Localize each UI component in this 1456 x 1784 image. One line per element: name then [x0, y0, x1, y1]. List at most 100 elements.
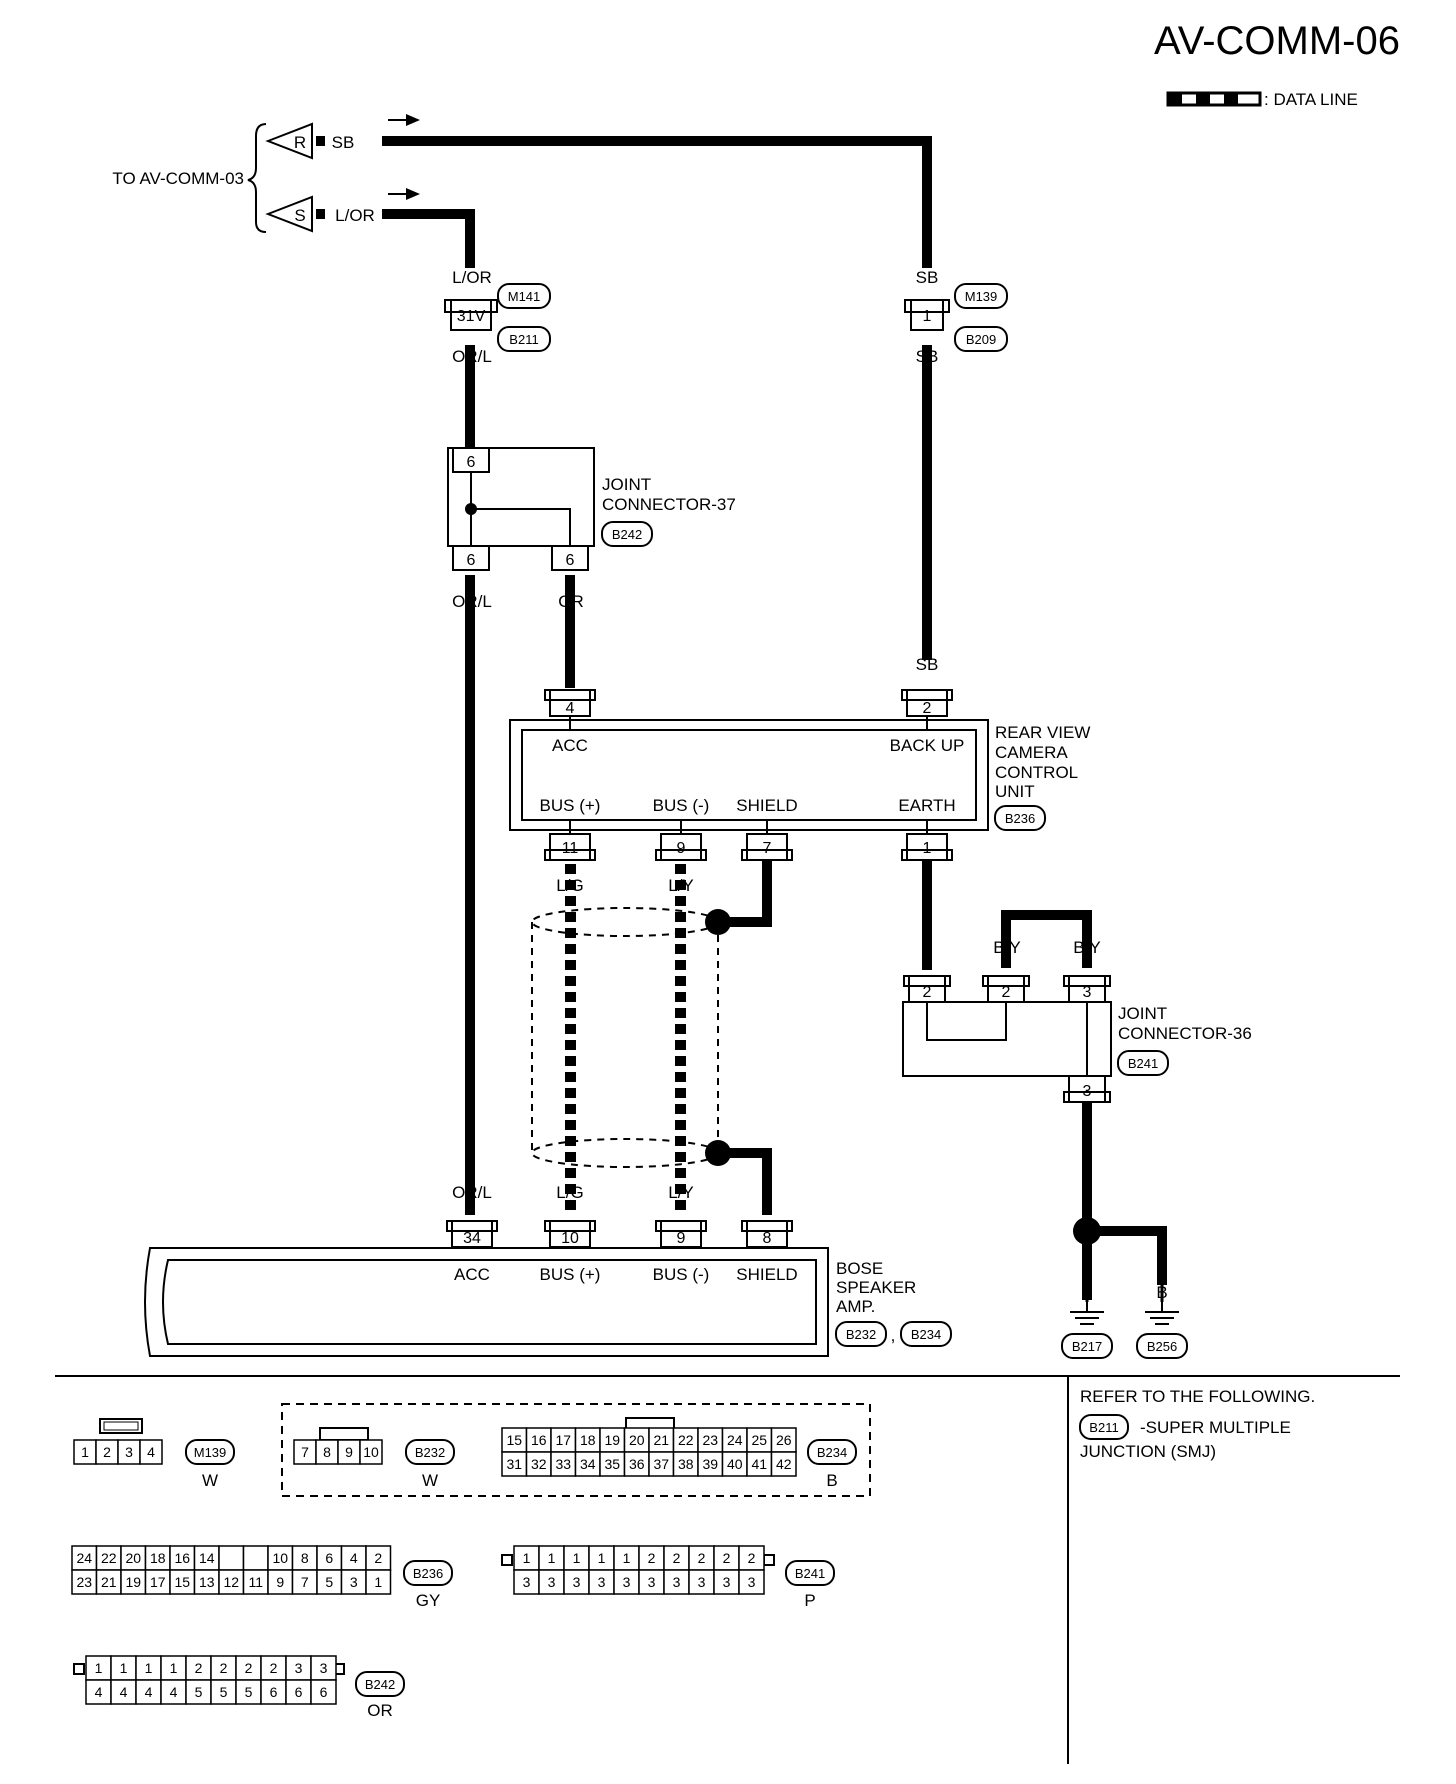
connector-code: B242	[612, 527, 642, 542]
pin-cell-number: 4	[350, 1550, 358, 1566]
pin-cell-number: 4	[120, 1684, 128, 1700]
data-line-legend-label: : DATA LINE	[1264, 90, 1358, 109]
component-name: SPEAKER	[836, 1278, 916, 1297]
pin-cell	[260, 1655, 287, 1681]
pin-cell	[218, 1545, 245, 1571]
pin-label: BUS (+)	[540, 796, 601, 815]
pin-cell-number: 14	[199, 1550, 215, 1566]
connector-code: B234	[911, 1327, 941, 1342]
pin-label: ACC	[454, 1265, 490, 1284]
pin-cell	[525, 1427, 552, 1453]
direction-arrow-icon	[388, 114, 420, 200]
pin-cell	[169, 1545, 196, 1571]
joint-connector-37: 6 6 6 JOINT CONNECTOR-37 B242 OR/L OR	[447, 447, 736, 611]
connector-code: B241	[795, 1566, 825, 1581]
pin-cell	[746, 1427, 773, 1453]
pin-cell	[139, 1439, 163, 1465]
pin-cell	[588, 1545, 615, 1571]
pin-cell-number: 24	[727, 1432, 743, 1448]
wire-label: B	[921, 876, 932, 895]
pin-label: EARTH	[898, 796, 955, 815]
pin-number: 34	[463, 1230, 481, 1247]
pin-cell-number: 7	[301, 1444, 309, 1460]
brace	[247, 123, 267, 233]
pin-cell	[144, 1569, 171, 1595]
pin-cell-number: 2	[270, 1660, 278, 1676]
component-name: BOSE	[836, 1259, 883, 1278]
pin-cell-number: 7	[301, 1574, 309, 1590]
connector-color: W	[202, 1471, 218, 1490]
pin-number: 9	[677, 840, 686, 857]
pin-cell-number: 4	[95, 1684, 103, 1700]
pin-cell-number: 38	[678, 1456, 694, 1472]
wire-label: L/G	[556, 876, 583, 895]
pin-cell-number: 1	[95, 1660, 103, 1676]
pin-cell-number: 17	[555, 1432, 571, 1448]
shielded-cable	[531, 907, 719, 1168]
pin-cell	[638, 1569, 665, 1595]
pin-cell-number: 4	[147, 1444, 155, 1460]
pin-cell-number: 21	[101, 1574, 117, 1590]
wire-label: B	[1081, 1283, 1092, 1302]
connector-color: W	[422, 1471, 438, 1490]
wire-label: B	[1081, 1122, 1092, 1141]
component-name: JOINT	[1118, 1004, 1167, 1023]
pin-cell-number: 2	[698, 1550, 706, 1566]
pin-cell-number: 9	[276, 1574, 284, 1590]
wire-label-l-or: L/OR	[335, 206, 375, 225]
pin-cell	[746, 1451, 773, 1477]
refer-desc: -SUPER MULTIPLE	[1140, 1418, 1291, 1437]
connector-color: GY	[416, 1591, 441, 1610]
pin-cell	[688, 1545, 715, 1571]
pin-label: BUS (-)	[653, 796, 710, 815]
connector-code: B256	[1147, 1339, 1177, 1354]
pin-cell-number: 8	[301, 1550, 309, 1566]
component-name: AMP.	[836, 1297, 875, 1316]
pin-number: 3	[1083, 1083, 1092, 1100]
pin-cell-number: 15	[506, 1432, 522, 1448]
pin-cell	[574, 1427, 601, 1453]
pin-cell-number: 2	[723, 1550, 731, 1566]
pin-cell-number: 1	[523, 1550, 531, 1566]
connector-code: B217	[1072, 1339, 1102, 1354]
pin-cell-number: 6	[325, 1550, 333, 1566]
pin-cell-number: 6	[270, 1684, 278, 1700]
wire-label: OR/L	[452, 1183, 492, 1202]
pin-cell	[501, 1451, 528, 1477]
pin-cell-number: 11	[248, 1574, 263, 1590]
pin-cell-number: 2	[748, 1550, 756, 1566]
pin-number: 31V	[457, 308, 486, 325]
connector-code: B242	[365, 1677, 395, 1692]
pin-cell-number: 2	[374, 1550, 382, 1566]
pin-cell	[672, 1427, 699, 1453]
pin-cell	[242, 1569, 269, 1595]
pin-number: 6	[467, 454, 476, 471]
pin-label: ACC	[552, 736, 588, 755]
pin-cell-number: 19	[125, 1574, 141, 1590]
pin-cell-number: 9	[345, 1444, 353, 1460]
pin-label: SHIELD	[736, 796, 797, 815]
pin-cell-number: 23	[76, 1574, 92, 1590]
pin-cell	[713, 1545, 740, 1571]
pin-cell-number: 1	[374, 1574, 382, 1590]
pin-cell-number: 1	[170, 1660, 178, 1676]
pin-cell	[721, 1427, 748, 1453]
pin-number: 10	[561, 1230, 579, 1247]
pin-cell-number: 19	[604, 1432, 620, 1448]
pin-cell-number: 5	[325, 1574, 333, 1590]
pin-cell	[550, 1451, 577, 1477]
pin-cell-number: 20	[629, 1432, 645, 1448]
pin-cell-number: 10	[363, 1444, 379, 1460]
refer-heading: REFER TO THE FOLLOWING.	[1080, 1387, 1315, 1406]
pin-label: SHIELD	[736, 1265, 797, 1284]
component-name: CONNECTOR-37	[602, 495, 736, 514]
pin-cell-number: 1	[573, 1550, 581, 1566]
svg-text:S: S	[294, 206, 305, 225]
ground-b256: B B256	[1136, 1283, 1188, 1359]
shield-splice	[705, 1140, 731, 1166]
pin-cell-number: 6	[295, 1684, 303, 1700]
